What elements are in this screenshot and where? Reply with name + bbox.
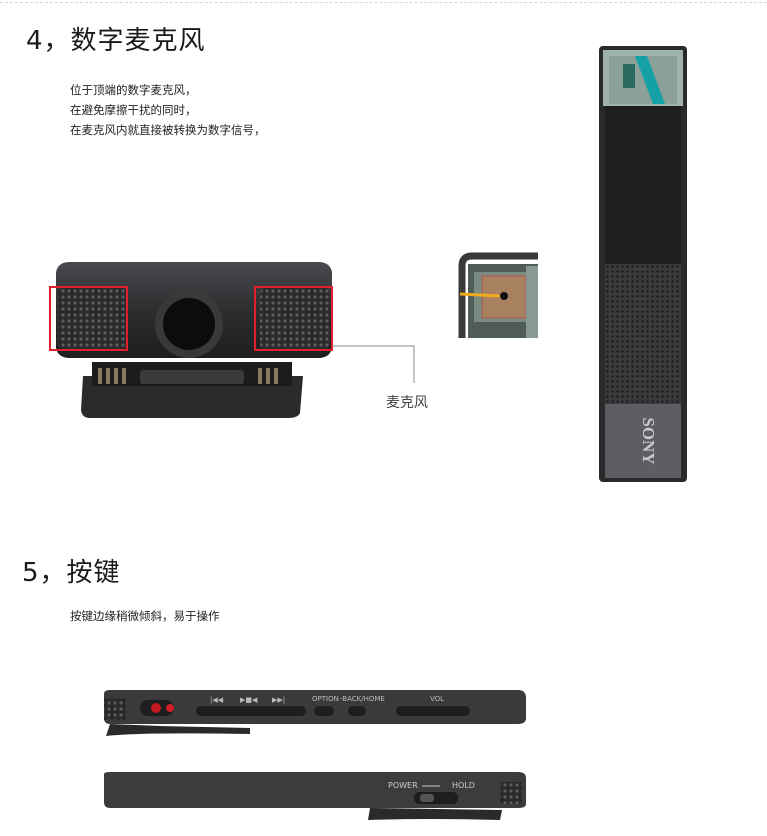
option-label: OPTION [312,695,339,703]
top-divider [0,2,767,3]
recorder-side-view-buttons-image: |◀◀ ▶■◀ ▶▶| OPTION -BACK/HOME VOL [104,690,526,736]
section-4-line-3: 在麦克风内就直接被转换为数字信号， [70,123,266,137]
svg-text:▶■◀: ▶■◀ [240,696,258,704]
section-4-line-2: 在避免摩擦干扰的同时， [70,103,197,117]
vol-label: VOL [430,695,444,703]
section-4-line-1: 位于顶端的数字麦克风， [70,83,197,97]
svg-text:▶▶|: ▶▶| [272,696,285,704]
right-mic-highlight [254,286,333,351]
recorder-side-view-power-image: POWER HOLD [104,772,526,820]
section-5-description: 按键边缘稍微倾斜，易于操作 [70,609,220,623]
section-4-heading: 4，数字麦克风 [26,26,206,56]
recorder-front-view-image: SONY [599,46,687,482]
microphone-callout-label: 麦克风 [386,395,428,411]
mic-cross-section-image [458,252,538,338]
power-label: POWER [388,781,418,790]
svg-text:|◀◀: |◀◀ [210,696,224,704]
section-5-heading: 5，按键 [22,558,121,588]
left-mic-highlight [49,286,128,351]
recorder-top-view-image [49,262,415,418]
sony-logo: SONY [639,417,658,464]
back-home-label: -BACK/HOME [340,695,385,703]
hold-label: HOLD [452,781,475,790]
